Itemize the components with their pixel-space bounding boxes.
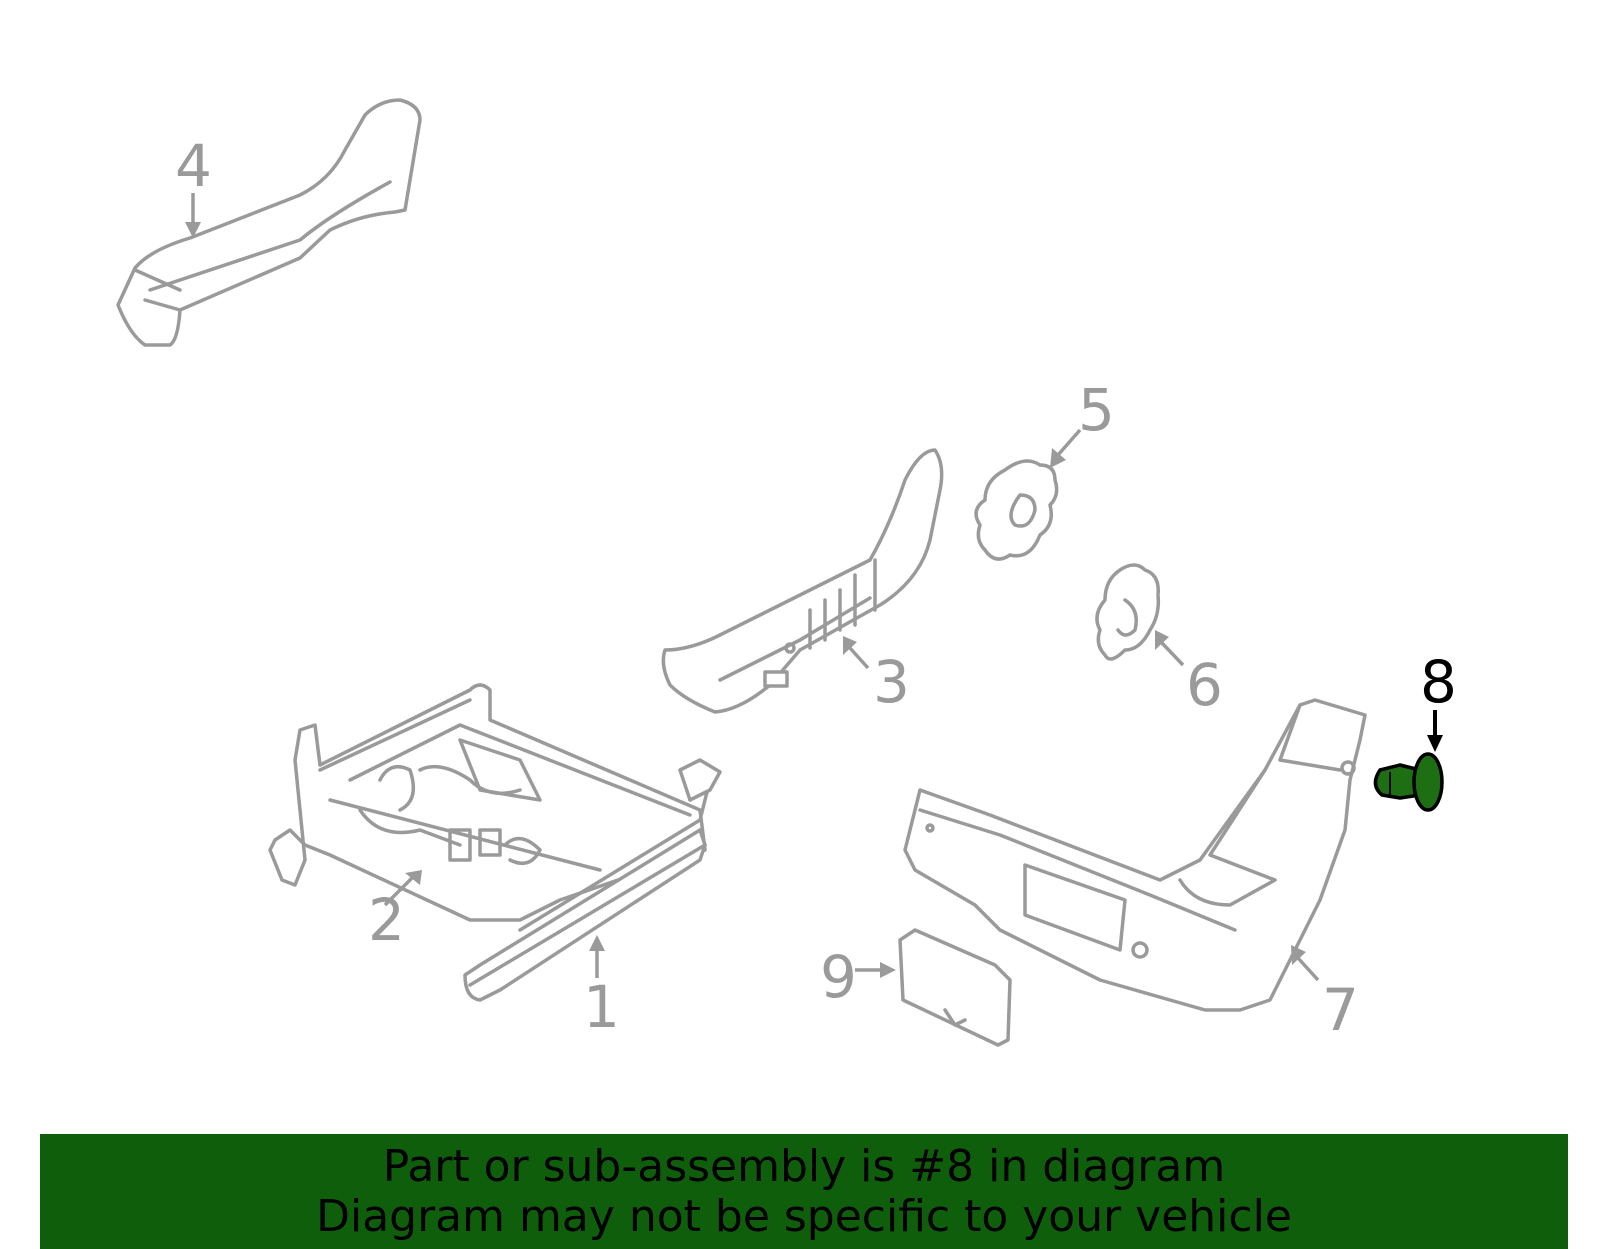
callout-7: 7: [1322, 976, 1359, 1044]
part-6-knob[interactable]: [1095, 563, 1161, 661]
part-7-side-panel[interactable]: [903, 698, 1367, 1012]
callout-1: 1: [583, 973, 620, 1041]
callout-8: 8: [1420, 648, 1457, 716]
callout-4: 4: [175, 132, 212, 200]
callout-3: 3: [873, 648, 910, 716]
part-3-side-shield[interactable]: [661, 448, 944, 714]
part-5-handle-cover[interactable]: [974, 459, 1059, 561]
part-9-cover-plate[interactable]: [898, 928, 1012, 1047]
info-banner: Part or sub-assembly is #8 in diagram Di…: [40, 1134, 1568, 1249]
part-1-track[interactable]: [463, 758, 722, 1002]
banner-line-1: Part or sub-assembly is #8 in diagram: [382, 1140, 1226, 1192]
banner-line-2: Diagram may not be specific to your vehi…: [316, 1190, 1292, 1242]
callout-arrows: [185, 193, 1443, 982]
part-4-side-trim[interactable]: [116, 98, 422, 347]
callout-6: 6: [1186, 651, 1223, 719]
part-2-seat-frame[interactable]: [268, 683, 707, 922]
callout-9: 9: [820, 943, 857, 1011]
callout-5: 5: [1078, 376, 1115, 444]
part-8-push-pin[interactable]: [1373, 752, 1444, 812]
callout-2: 2: [368, 886, 405, 954]
